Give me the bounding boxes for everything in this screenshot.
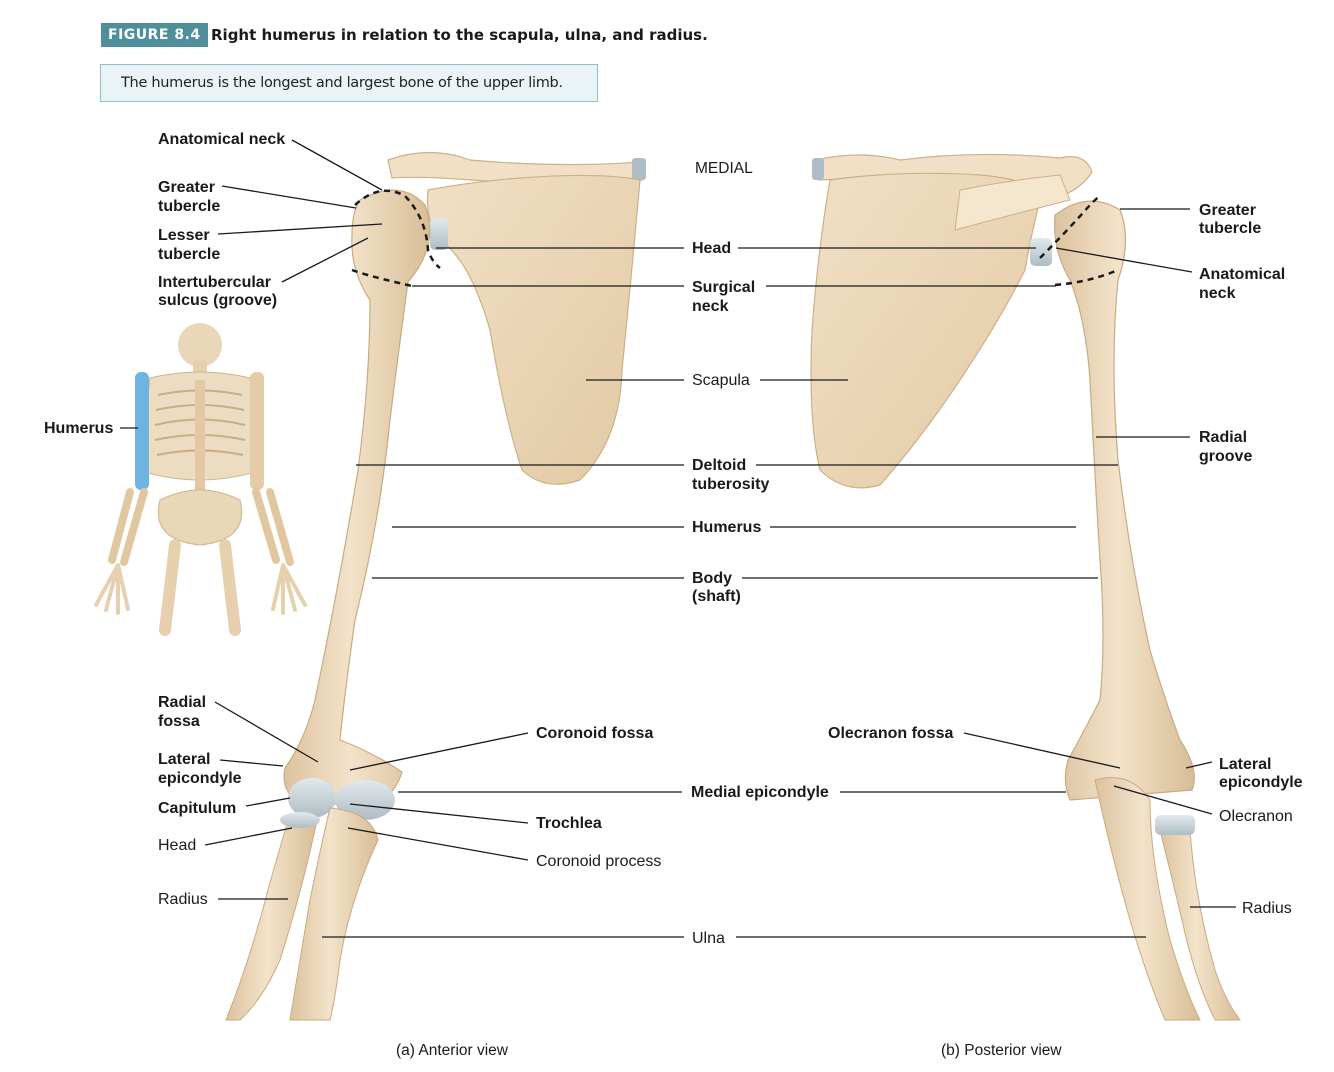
label-surgical-neck-1: Surgical: [692, 279, 756, 296]
label-lesser-tubercle-2: tubercle: [158, 246, 221, 263]
posterior-bones: [810, 153, 1241, 1021]
inset-skeleton: [82, 323, 322, 636]
label-head-radius: Head: [158, 837, 197, 854]
label-medial-epicondyle: Medial epicondyle: [691, 784, 829, 801]
label-lesser-tubercle-1: Lesser: [158, 227, 210, 244]
label-radial-groove-1: Radial: [1199, 429, 1248, 446]
anterior-bones: [225, 151, 646, 1021]
figure-title: Right humerus in relation to the scapula…: [211, 26, 708, 44]
label-anatomical-neck-anterior: Anatomical neck: [158, 131, 286, 148]
label-ulna: Ulna: [692, 930, 725, 947]
label-greater-tubercle-anterior-2: tubercle: [158, 198, 221, 215]
anterior-view-caption: (a) Anterior view: [396, 1042, 508, 1059]
label-scapula: Scapula: [692, 372, 750, 389]
figure-tag: FIGURE 8.4: [101, 23, 208, 47]
label-intertubercular-1: Intertubercular: [158, 274, 271, 291]
figure-caption: The humerus is the longest and largest b…: [121, 75, 563, 91]
label-lateral-epicondyle-anterior-2: epicondyle: [158, 770, 242, 787]
label-greater-tubercle-anterior-1: Greater: [158, 179, 215, 196]
leader-lines: [120, 139, 1236, 938]
label-radial-fossa-1: Radial: [158, 694, 207, 711]
posterior-view-caption: (b) Posterior view: [941, 1042, 1062, 1059]
label-inset-humerus: Humerus: [44, 420, 114, 437]
label-intertubercular-2: sulcus (groove): [158, 292, 278, 309]
label-anatomical-neck-posterior-1: Anatomical: [1199, 266, 1286, 283]
label-greater-tubercle-posterior-2: tubercle: [1199, 220, 1262, 237]
label-lateral-epicondyle-posterior-2: epicondyle: [1219, 774, 1303, 791]
label-lateral-epicondyle-posterior-1: Lateral: [1219, 756, 1272, 773]
label-coronoid-process: Coronoid process: [536, 853, 662, 870]
label-radius-anterior: Radius: [158, 891, 208, 908]
label-olecranon-fossa: Olecranon fossa: [828, 725, 954, 742]
label-humerus: Humerus: [692, 519, 762, 536]
label-coronoid-fossa: Coronoid fossa: [536, 725, 654, 742]
label-body-1: Body: [692, 570, 732, 587]
label-anatomical-neck-posterior-2: neck: [1199, 285, 1236, 302]
label-olecranon: Olecranon: [1219, 808, 1293, 825]
label-deltoid-1: Deltoid: [692, 457, 747, 474]
inset-humerus-highlight: [135, 372, 149, 490]
label-deltoid-2: tuberosity: [692, 476, 770, 493]
label-capitulum: Capitulum: [158, 800, 237, 817]
label-trochlea: Trochlea: [536, 815, 602, 832]
label-radial-groove-2: groove: [1199, 448, 1253, 465]
label-lateral-epicondyle-anterior-1: Lateral: [158, 751, 211, 768]
label-head: Head: [692, 240, 732, 257]
label-surgical-neck-2: neck: [692, 298, 729, 315]
label-radial-fossa-2: fossa: [158, 713, 200, 730]
label-radius-posterior: Radius: [1242, 900, 1292, 917]
figure-caption-box: The humerus is the longest and largest b…: [100, 64, 598, 102]
label-body-2: (shaft): [692, 588, 741, 605]
label-medial: MEDIAL: [695, 160, 753, 177]
label-greater-tubercle-posterior-1: Greater: [1199, 202, 1256, 219]
